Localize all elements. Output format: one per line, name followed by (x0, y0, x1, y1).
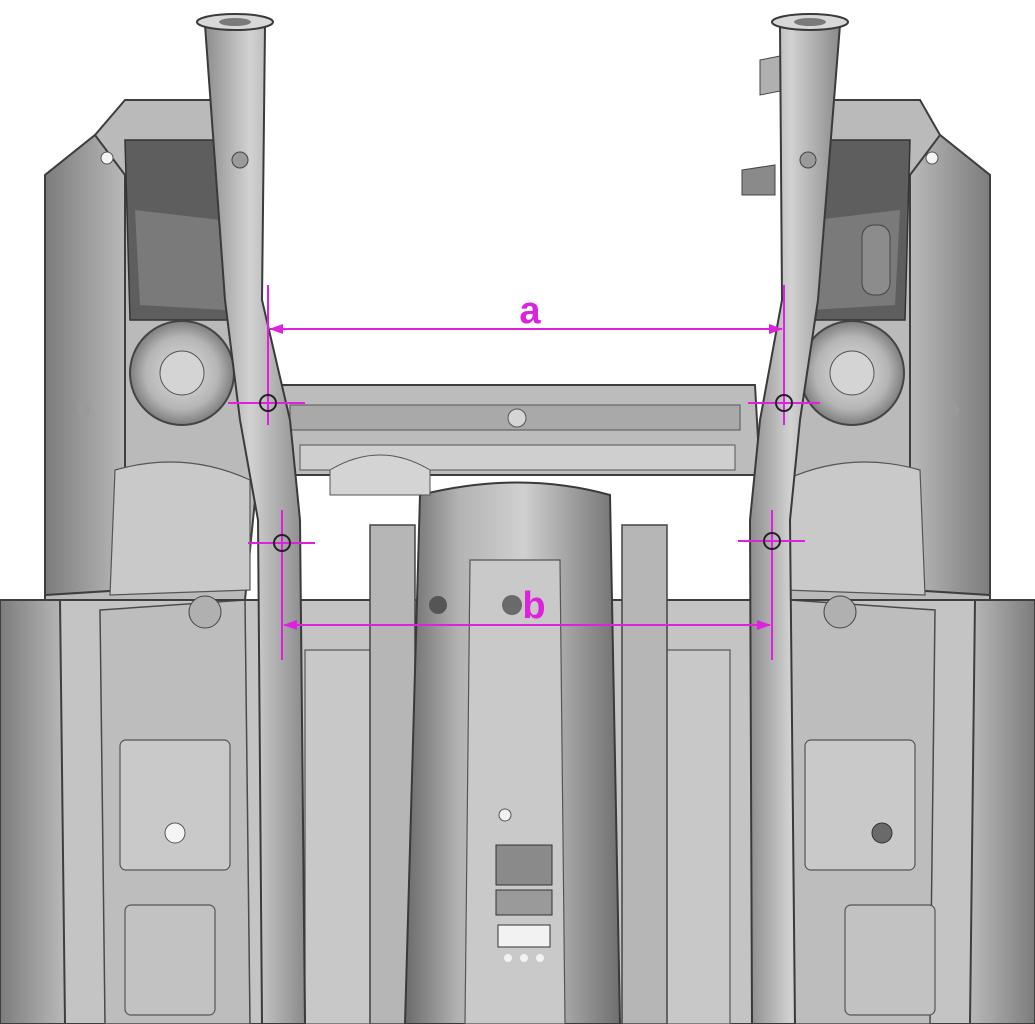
dimension-b (248, 510, 805, 660)
right-front-rail (748, 13, 849, 1024)
left-wheelhouse (44, 99, 257, 629)
reference-hole-a-left (259, 394, 277, 412)
reference-hole-a-right (775, 394, 793, 412)
center-tunnel (403, 481, 622, 1024)
dimension-b-label: b (522, 585, 545, 627)
reference-hole-b-left (273, 534, 291, 552)
front-crossmember (273, 384, 762, 496)
left-front-rail (196, 13, 307, 1024)
dimension-a-label: a (519, 290, 541, 332)
dimension-a (228, 285, 820, 425)
reference-hole-b-right (763, 532, 781, 550)
